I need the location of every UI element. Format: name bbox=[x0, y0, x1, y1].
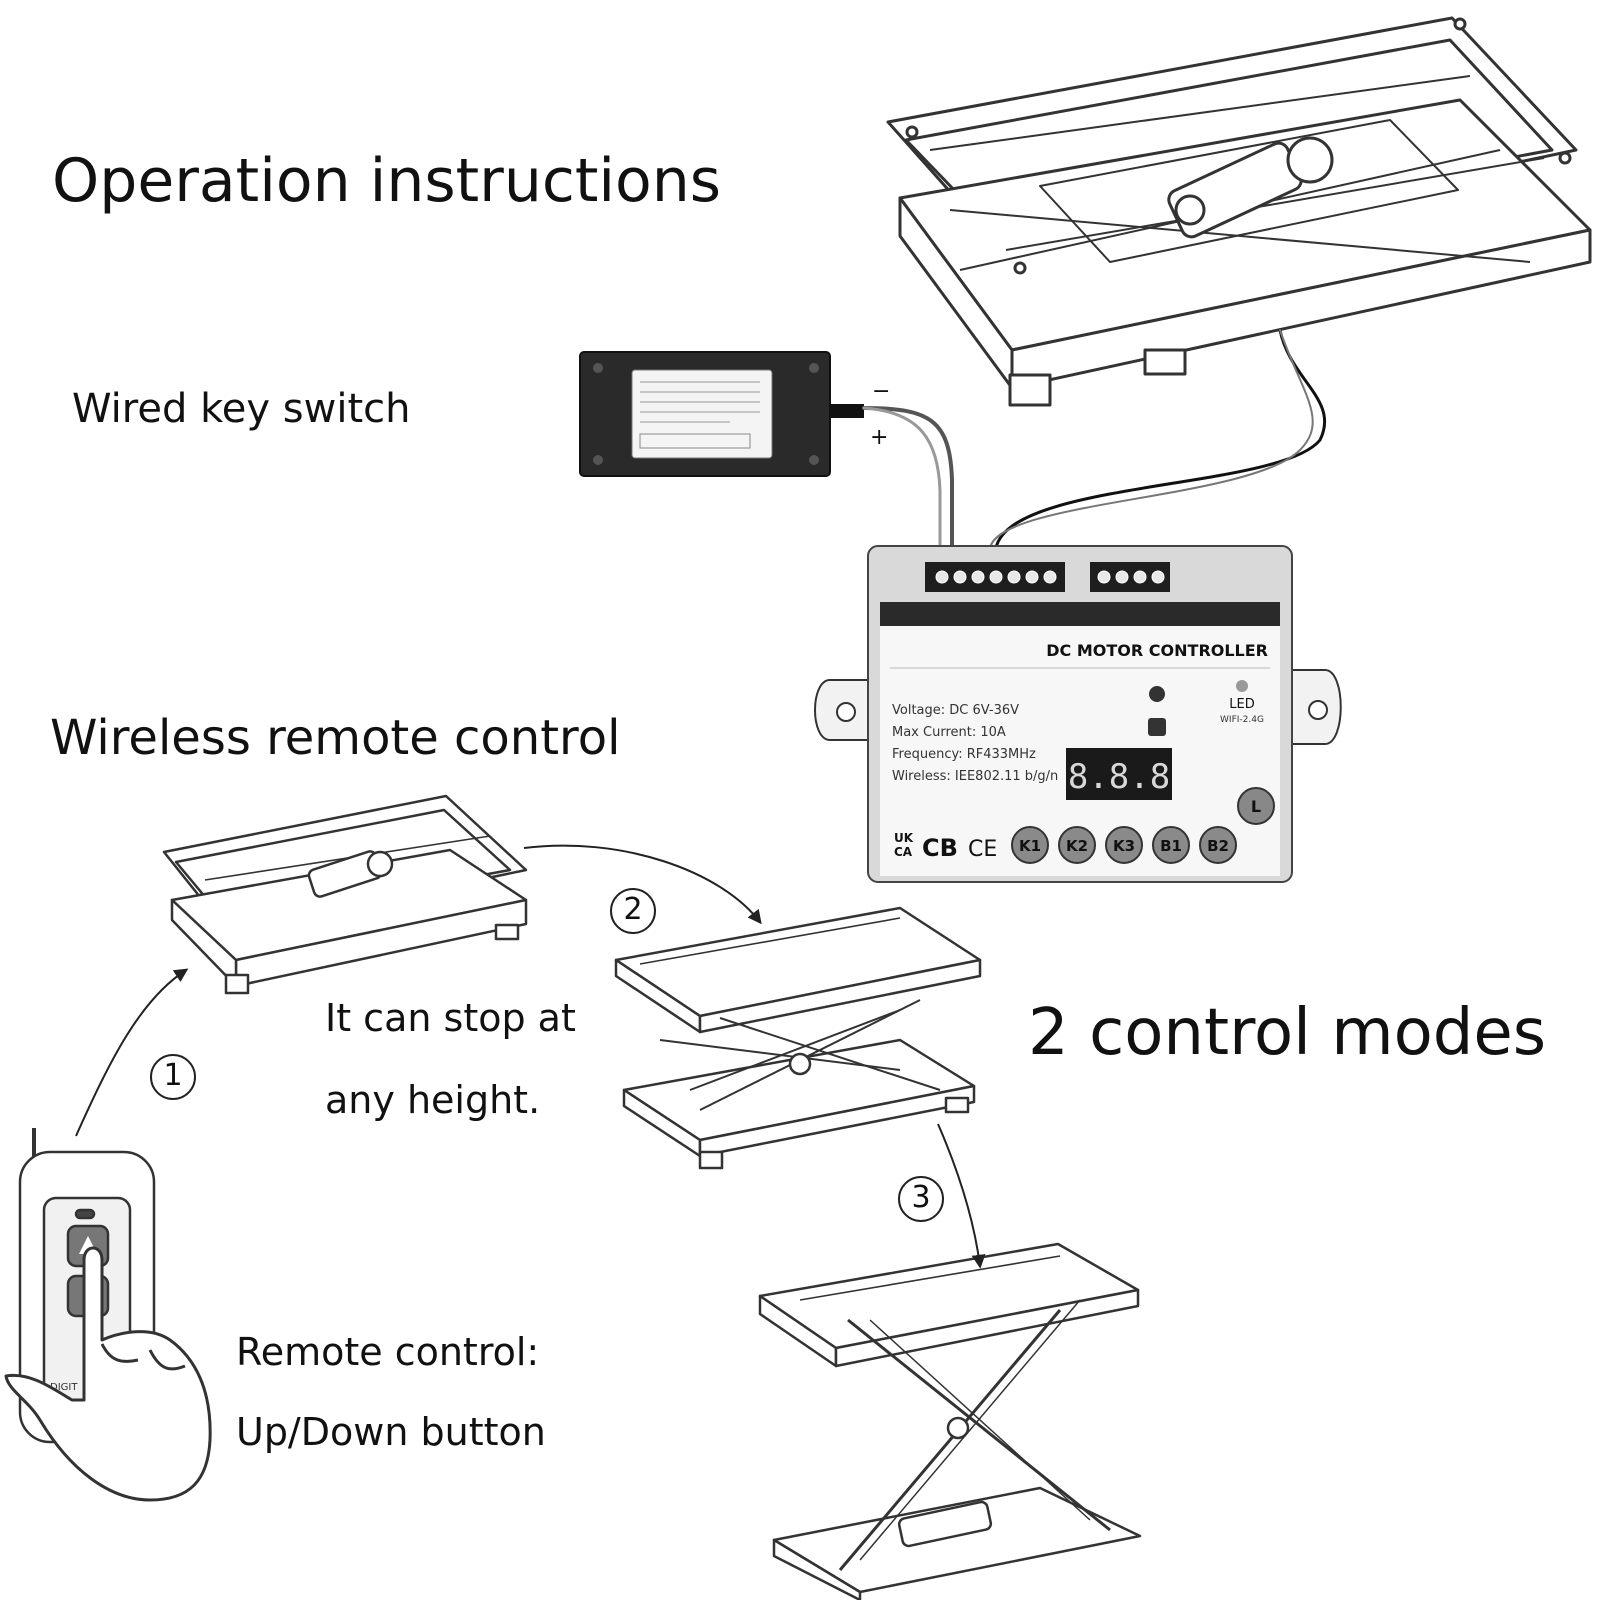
ukca-mark-top: UK bbox=[894, 831, 914, 845]
stop-note-line1: It can stop at bbox=[325, 996, 576, 1040]
step-1-marker: 1 bbox=[150, 1054, 196, 1100]
minus-terminal-label: − bbox=[872, 379, 890, 404]
cables bbox=[862, 328, 1327, 550]
lift-table-closed-small bbox=[162, 794, 528, 995]
lift-table-raised bbox=[758, 1242, 1142, 1600]
ce-mark: CE bbox=[968, 837, 997, 862]
controller-current: Max Current: 10A bbox=[892, 725, 1006, 740]
wireless-remote-label: Wireless remote control bbox=[50, 710, 621, 766]
stop-note-line2: any height. bbox=[325, 1078, 541, 1122]
dc-motor-controller bbox=[814, 545, 1342, 883]
remote-note-line1: Remote control: bbox=[236, 1330, 540, 1374]
step-3-marker: 3 bbox=[898, 1176, 944, 1222]
k1-button: K1 bbox=[1019, 837, 1041, 855]
lift-table-mid bbox=[614, 906, 982, 1170]
wired-key-switch-box bbox=[579, 351, 864, 477]
b1-button: B1 bbox=[1160, 837, 1182, 855]
l-button: L bbox=[1251, 797, 1261, 816]
arrows bbox=[75, 844, 986, 1269]
wifi-label: WIFI-2.4G bbox=[1220, 715, 1264, 725]
arrow-step-2 bbox=[523, 844, 762, 925]
ukca-mark-bottom: CA bbox=[894, 845, 913, 859]
wired-key-switch-label: Wired key switch bbox=[72, 386, 411, 432]
remote-brand: DIGIT bbox=[50, 1382, 78, 1393]
step-2-marker: 2 bbox=[610, 888, 656, 934]
segment-display: 8.8.8 bbox=[1068, 757, 1170, 797]
k3-button: K3 bbox=[1113, 837, 1135, 855]
b2-button: B2 bbox=[1207, 837, 1229, 855]
arrow-step-3 bbox=[937, 1123, 986, 1269]
arrow-step-1 bbox=[75, 968, 189, 1137]
led-label: LED bbox=[1229, 697, 1254, 712]
remote-note-line2: Up/Down button bbox=[236, 1410, 546, 1454]
controller-voltage: Voltage: DC 6V-36V bbox=[892, 703, 1019, 718]
controller-wireless: Wireless: IEE802.11 b/g/n bbox=[892, 769, 1058, 784]
hand-icon bbox=[4, 1246, 212, 1502]
controller-title: DC MOTOR CONTROLLER bbox=[1046, 641, 1268, 660]
plus-terminal-label: + bbox=[870, 425, 888, 450]
lift-table-closed-large bbox=[886, 16, 1592, 407]
control-modes-label: 2 control modes bbox=[1028, 996, 1547, 1070]
controller-frequency: Frequency: RF433MHz bbox=[892, 747, 1036, 762]
k2-button: K2 bbox=[1066, 837, 1088, 855]
page-title: Operation instructions bbox=[52, 146, 722, 216]
cb-mark: CB bbox=[922, 834, 958, 862]
